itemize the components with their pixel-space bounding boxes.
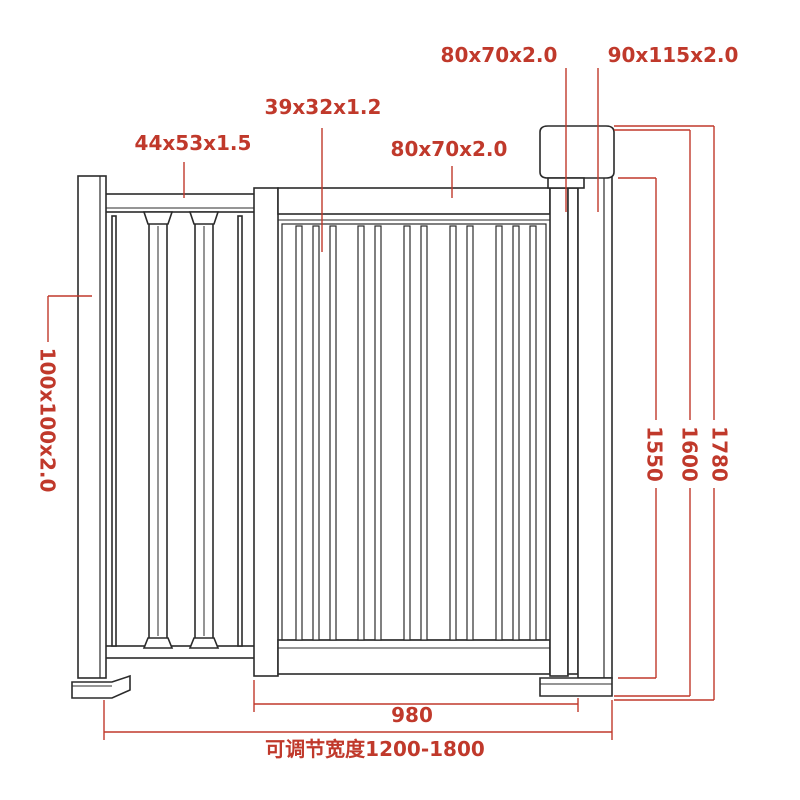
gate-hinge-stile	[567, 187, 579, 675]
extension-section	[103, 193, 260, 659]
label-post-right: 90x115x2.0	[608, 43, 739, 67]
extension-bottom-rail	[103, 645, 260, 659]
gate-top-rail	[277, 187, 551, 215]
label-height-1550: 1550	[643, 426, 667, 482]
gate-picket	[357, 225, 365, 641]
right-post-cap	[539, 125, 615, 179]
label-post-left: 100x100x2.0	[36, 348, 60, 493]
gate-picket	[295, 225, 303, 641]
label-rail-gate: 80x70x2.0	[391, 137, 508, 161]
picket-foot	[142, 637, 174, 649]
right-post	[539, 125, 615, 697]
label-width-range: 可调节宽度1200-1800	[265, 737, 485, 761]
gate-picket	[495, 225, 503, 641]
gate-picket	[374, 225, 382, 641]
label-height-1780: 1780	[708, 426, 732, 482]
picket-cap	[188, 211, 220, 225]
picket-cap	[142, 211, 174, 225]
extension-top-rail	[103, 193, 260, 213]
label-stile-top: 80x70x2.0	[441, 43, 558, 67]
gate-picket	[449, 225, 457, 641]
right-post-base	[539, 677, 613, 697]
left-post	[71, 175, 131, 699]
right-post-body	[577, 175, 613, 679]
gate-picket	[529, 225, 537, 641]
dimension-labels: 100x100x2.0 44x53x1.5 39x32x1.2 80x70x2.…	[36, 43, 739, 761]
label-picket-extension: 44x53x1.5	[135, 131, 252, 155]
gate-structure	[71, 125, 615, 699]
gate-pickets	[295, 225, 537, 641]
left-post-base	[71, 674, 131, 699]
dimension-lines	[47, 68, 715, 740]
gate-picket	[420, 225, 428, 641]
gate-picket	[312, 225, 320, 641]
gate-right-stile	[549, 187, 569, 677]
label-picket-gate: 39x32x1.2	[265, 95, 382, 119]
extension-picket	[237, 215, 243, 647]
picket-foot	[188, 637, 220, 649]
gate-panel	[253, 187, 579, 677]
extension-pickets	[111, 211, 243, 649]
gate-picket	[329, 225, 337, 641]
gate-picket	[466, 225, 474, 641]
gate-bottom-rail	[277, 639, 551, 675]
label-width-980: 980	[391, 703, 433, 727]
gate-left-stile	[253, 187, 279, 677]
left-post-body	[77, 175, 107, 679]
extension-picket	[111, 215, 117, 647]
label-height-1600: 1600	[678, 426, 702, 482]
gate-picket	[403, 225, 411, 641]
gate-picket	[512, 225, 520, 641]
